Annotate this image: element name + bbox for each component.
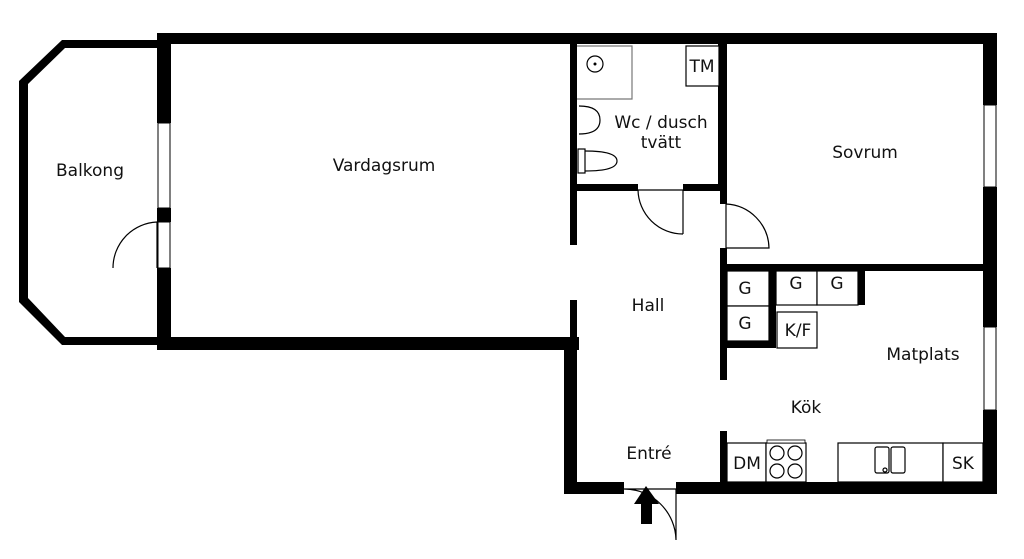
fridge-freezer-box <box>776 311 818 349</box>
room-labels: Balkong Vardagsrum Wc / dusch tvätt Sovr… <box>56 113 960 464</box>
room-kok-label: Kök <box>791 398 822 418</box>
washing-machine-box <box>685 45 720 87</box>
room-entre-label: Entré <box>626 444 671 464</box>
room-vardagsrum-label: Vardagsrum <box>333 156 436 176</box>
window-kitchen <box>983 326 997 411</box>
closet-g-2-label: G <box>738 314 751 334</box>
entrance-arrow-icon <box>634 486 659 524</box>
dishwasher-box <box>726 442 767 483</box>
closet-g-1 <box>726 270 770 307</box>
window-living-left <box>157 122 171 209</box>
room-matplats-label: Matplats <box>886 345 959 365</box>
doors <box>112 189 770 541</box>
windows <box>157 104 997 411</box>
room-sovrum-label: Sovrum <box>832 143 898 163</box>
closet-g-1-label: G <box>738 279 751 299</box>
tm-label: TM <box>688 57 714 77</box>
kf-label: K/F <box>785 321 812 341</box>
closet-g-2 <box>726 305 770 342</box>
balcony-door <box>112 221 158 269</box>
closet-g-4 <box>816 270 859 306</box>
balcony-railing <box>19 40 160 345</box>
closet-g-4-label: G <box>830 274 843 294</box>
dm-label: DM <box>733 454 761 474</box>
shower-icon <box>577 45 633 100</box>
closet-g-3-label: G <box>789 274 802 294</box>
bathroom-door <box>637 189 684 235</box>
room-wc-label-1: Wc / dusch <box>614 113 707 133</box>
room-balkong-label: Balkong <box>56 161 124 181</box>
room-hall-label: Hall <box>632 296 665 316</box>
washbasin-icon <box>578 105 601 135</box>
window-bedroom <box>983 104 997 188</box>
room-wc-label-2: tvätt <box>641 133 682 153</box>
cupboard-sk-box <box>942 442 984 483</box>
toilet-icon <box>584 150 618 172</box>
shower-drain-icon <box>586 55 604 73</box>
bedroom-door <box>725 203 770 249</box>
window-living-door <box>157 221 171 269</box>
closets: G G G G K/F <box>726 270 859 349</box>
toilet-tank-icon <box>577 148 586 174</box>
bathroom-fixtures: TM <box>577 45 720 174</box>
sk-label: SK <box>952 454 975 474</box>
interior-walls <box>570 33 990 491</box>
entrance-door <box>623 488 677 541</box>
sink-icon <box>874 446 890 474</box>
kitchen-counter: DM SK <box>726 439 984 483</box>
balcony <box>19 40 160 345</box>
